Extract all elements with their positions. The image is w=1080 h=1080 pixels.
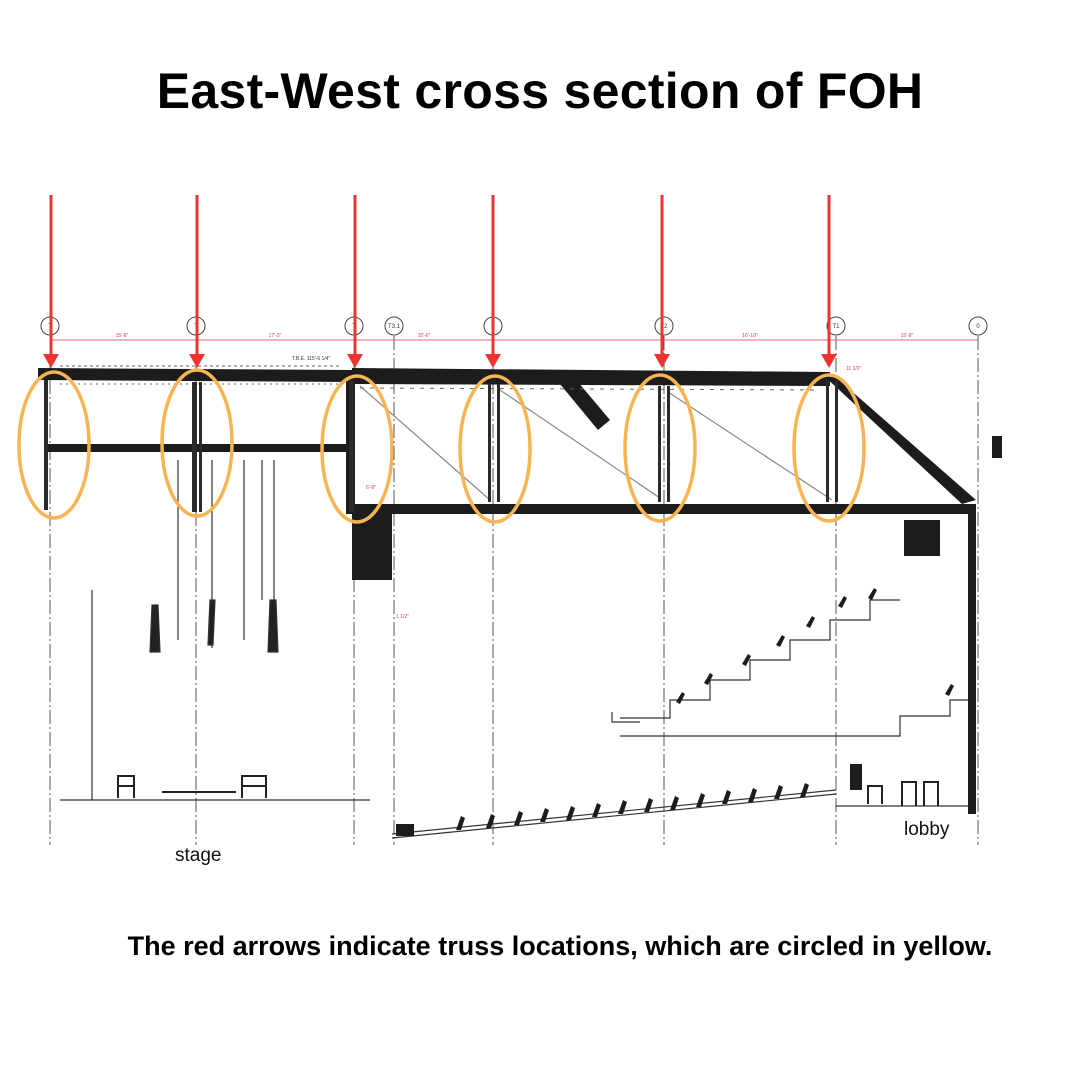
annotation: 1 1/2" xyxy=(396,614,409,620)
svg-text:17'-3": 17'-3" xyxy=(269,333,282,339)
diagonal-bracing xyxy=(359,385,833,501)
balcony-seats xyxy=(676,588,954,704)
lobby-label: lobby xyxy=(904,819,950,840)
grid-label: 0 xyxy=(976,324,980,330)
truss-circles xyxy=(17,368,866,524)
orchestra-seats xyxy=(396,783,809,836)
red-arrow xyxy=(821,195,837,368)
truss-arrows xyxy=(43,195,837,368)
red-arrow xyxy=(654,195,670,368)
grid-label: T2 xyxy=(660,324,668,330)
annotation: 6'-8" xyxy=(366,485,376,491)
truss-circle xyxy=(160,368,234,518)
grid-label: T1 xyxy=(832,324,840,330)
red-arrow xyxy=(189,195,205,368)
truss-circle xyxy=(17,370,91,520)
grid-bubbles xyxy=(40,316,988,336)
lobby-structure xyxy=(850,436,1002,814)
caption: The red arrows indicate truss locations,… xyxy=(127,931,993,961)
grid-label: T3.1 xyxy=(388,324,401,330)
svg-text:15'-8": 15'-8" xyxy=(901,333,914,339)
stage-furniture xyxy=(117,775,939,806)
red-arrow xyxy=(485,195,501,368)
page-title: East-West cross section of FOH xyxy=(156,63,924,119)
dimension-labels: 15'-8" 17'-3" 15'-6" 16'-10" 15'-8" xyxy=(116,333,914,339)
red-arrow xyxy=(347,195,363,368)
annotation: T.B.E. 115'-6 1/4" xyxy=(292,356,330,362)
truss-circle xyxy=(623,373,697,523)
red-arrow xyxy=(43,195,59,368)
truss-circle xyxy=(792,373,866,523)
svg-text:15'-8": 15'-8" xyxy=(116,333,129,339)
stage-rigging xyxy=(91,460,279,800)
svg-text:16'-10": 16'-10" xyxy=(742,333,758,339)
stage-label: stage xyxy=(175,845,221,866)
svg-text:15'-6": 15'-6" xyxy=(418,333,431,339)
truss-members xyxy=(44,380,838,512)
truss-circle xyxy=(320,374,394,524)
gridlines xyxy=(49,336,979,845)
annotation: 11 1/2" xyxy=(846,366,862,372)
seating-risers xyxy=(60,599,968,839)
truss-circle xyxy=(458,374,532,524)
